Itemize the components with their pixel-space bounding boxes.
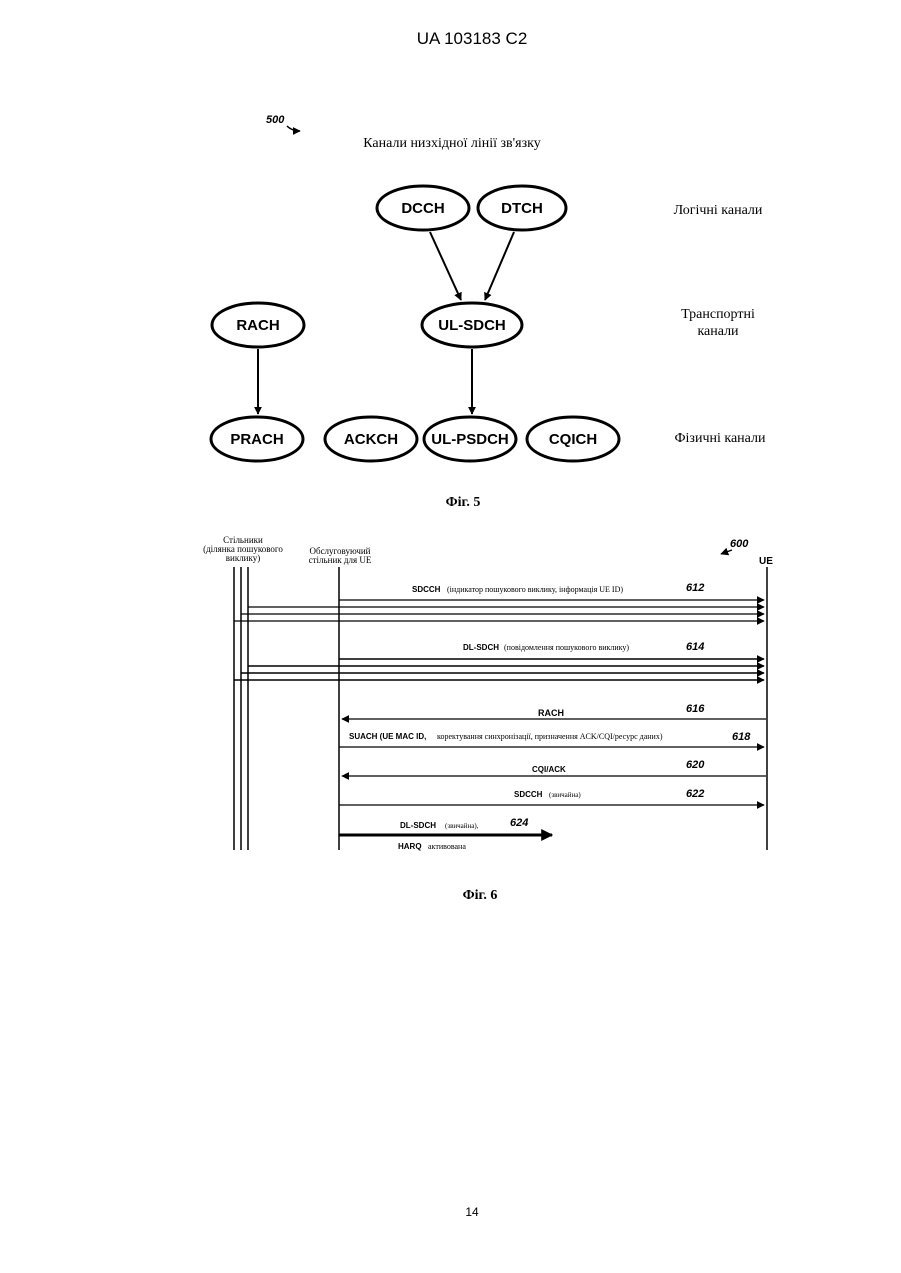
message-620: CQI/ACK 620 — [342, 759, 766, 776]
message-624: DL-SDCH (звичайна), 624 HARQ активована — [339, 817, 552, 851]
msg612-name: SDCCH — [412, 585, 441, 594]
node-ackch-label: ACKCH — [344, 431, 398, 448]
msg624-name: DL-SDCH — [400, 821, 436, 830]
node-cqich-label: CQICH — [549, 431, 597, 448]
node-prach-label: PRACH — [230, 431, 283, 448]
msg620-ref: 620 — [686, 759, 705, 771]
node-dcch-label: DCCH — [401, 200, 444, 217]
fig6-ref-number: 600 — [730, 538, 749, 550]
row-label-physical: Фізичні канали — [674, 431, 766, 446]
row-label-transport-2: канали — [697, 324, 739, 339]
node-ul-psdch-label: UL-PSDCH — [431, 431, 509, 448]
msg616-name: RACH — [538, 708, 564, 718]
msg624-desc: (звичайна), — [445, 822, 479, 830]
msg618-desc: коректування синхронізації, призначення … — [437, 732, 663, 741]
msg618-name: SUACH (UE MAC ID, — [349, 732, 426, 741]
message-614: DL-SDCH (повідомлення пошукового виклику… — [234, 641, 764, 680]
node-ul-sdch-label: UL-SDCH — [438, 317, 506, 334]
message-616: RACH 616 — [342, 703, 766, 719]
figure-5: 500 Канали низхідної лінії зв'язку Логіч… — [211, 114, 766, 510]
msg622-desc: (звичайна) — [549, 791, 581, 799]
fig5-caption: Фіг. 5 — [446, 495, 481, 510]
msg614-ref: 614 — [686, 641, 704, 653]
msg612-desc: (індикатор пошукового виклику, інформаці… — [447, 585, 623, 594]
patent-id: UA 103183 C2 — [417, 29, 528, 48]
fig6-ref-leader — [721, 550, 732, 554]
msg624-ref: 624 — [510, 817, 528, 829]
row-label-transport-1: Транспортні — [681, 307, 755, 322]
node-dtch-label: DTCH — [501, 200, 543, 217]
arrow-dtch-to-ul-sdch — [485, 232, 514, 300]
node-rach-label: RACH — [236, 317, 279, 334]
message-622: SDCCH (звичайна) 622 — [339, 788, 764, 805]
row-label-logical: Логічні канали — [674, 203, 763, 218]
msg612-ref: 612 — [686, 582, 704, 594]
msg622-ref: 622 — [686, 788, 704, 800]
msg614-name: DL-SDCH — [463, 643, 499, 652]
fig5-ref-number: 500 — [266, 114, 285, 126]
figure-6: Стільники (ділянка пошукового виклику) О… — [203, 535, 773, 903]
msg624-name2: HARQ — [398, 842, 422, 851]
fig5-ref-leader — [287, 126, 300, 131]
fig6-caption: Фіг. 6 — [463, 888, 498, 903]
arrow-dcch-to-ul-sdch — [430, 232, 461, 300]
msg622-name: SDCCH — [514, 790, 543, 799]
msg614-desc: (повідомлення пошукового виклику) — [504, 643, 629, 652]
serving-label-line2: стільник для UE — [309, 555, 372, 565]
message-618: SUACH (UE MAC ID, коректування синхроніз… — [339, 731, 764, 747]
message-612: SDCCH (індикатор пошукового виклику, інф… — [234, 582, 764, 621]
msg620-name: CQI/ACK — [532, 765, 566, 774]
msg618-ref: 618 — [732, 731, 751, 743]
cells-label-line3: виклику) — [226, 553, 261, 563]
fig5-title: Канали низхідної лінії зв'язку — [363, 136, 540, 151]
msg616-ref: 616 — [686, 703, 705, 715]
ue-label: UE — [759, 556, 773, 567]
msg624-desc2: активована — [428, 842, 466, 851]
page-number: 14 — [465, 1205, 479, 1219]
